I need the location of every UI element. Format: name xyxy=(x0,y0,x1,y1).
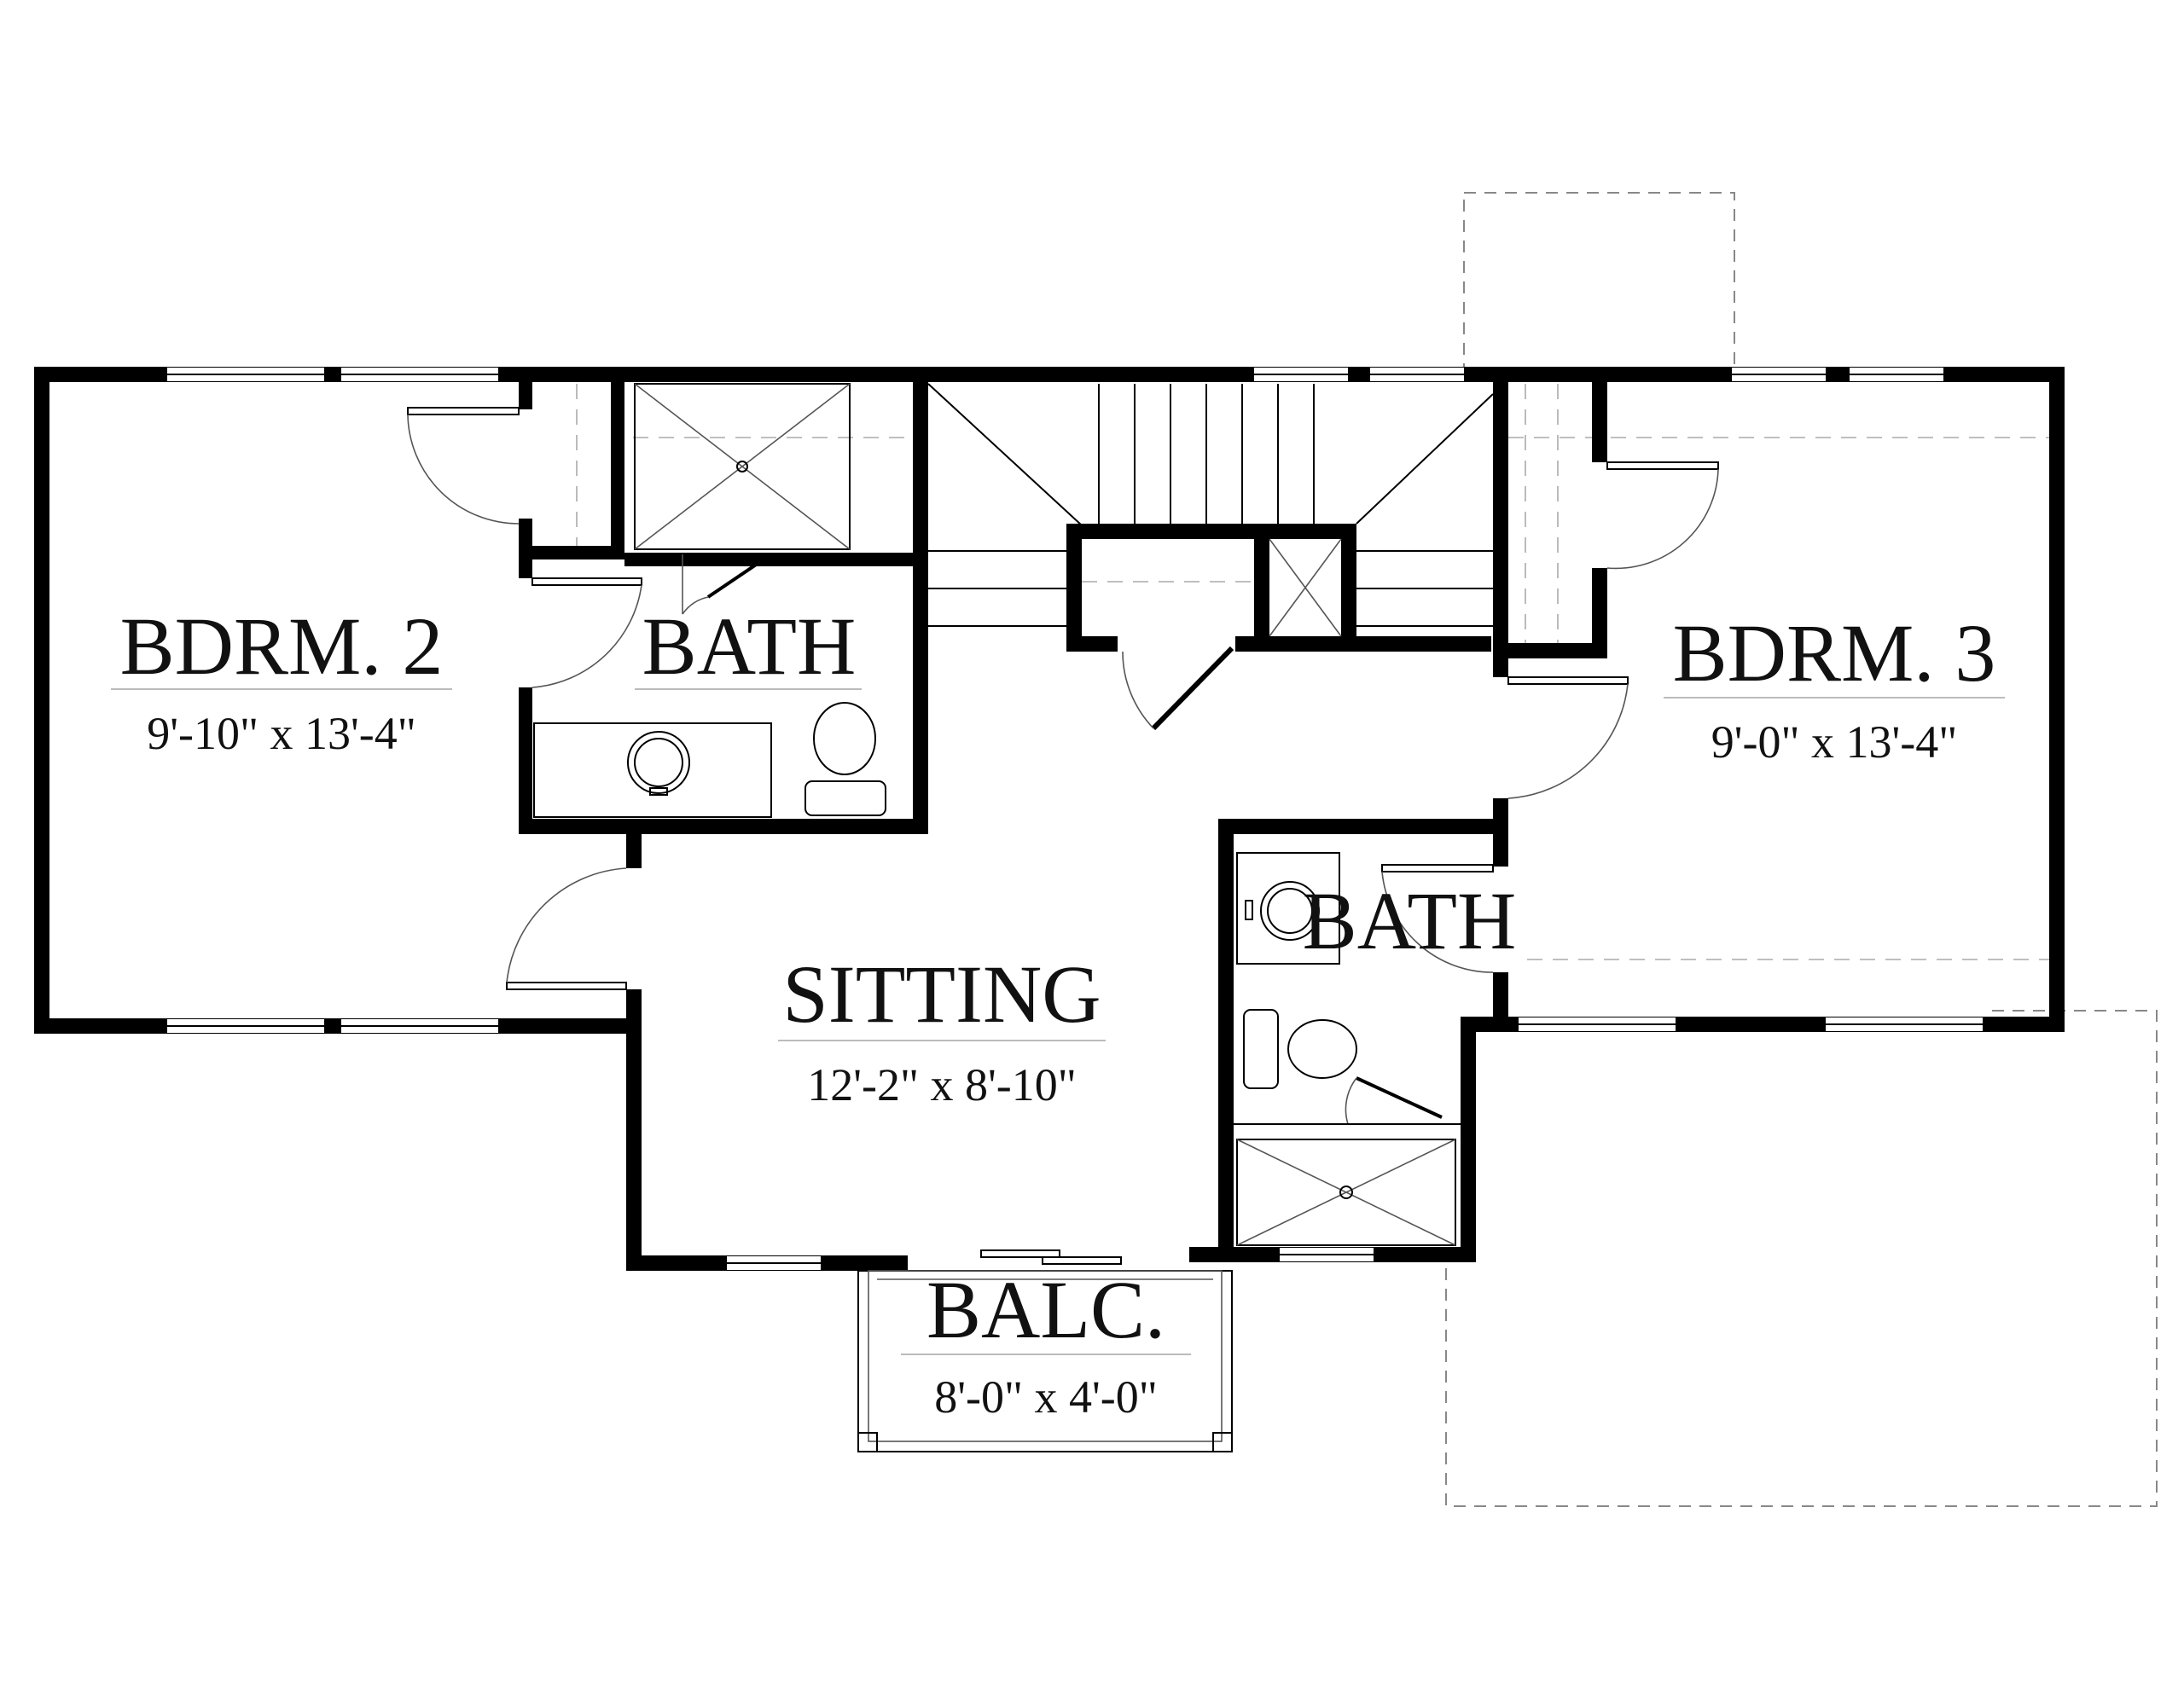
sink-left-icon xyxy=(627,731,690,794)
door-bdrm2-closet xyxy=(407,407,520,525)
dashed-outlines xyxy=(633,192,2158,1507)
door-bath-left xyxy=(531,577,642,688)
room-labels: BDRM. 2 9'-10" x 13'-4" BATH BDRM. 3 9'-… xyxy=(111,600,2005,1423)
wall-stair-stub xyxy=(1066,636,1118,652)
wall-stair-top xyxy=(1066,524,1356,539)
wall-bath-left-east xyxy=(913,367,928,834)
room-name-sitting: SITTING xyxy=(782,948,1101,1040)
wall-bath-right-top xyxy=(1218,819,1508,834)
wall-bath-left-south xyxy=(519,819,928,834)
room-dims-bdrm2: 9'-10" x 13'-4" xyxy=(147,708,416,759)
window-bdrm2-top xyxy=(167,368,498,381)
wall-bdrm3-west-low xyxy=(1493,972,1508,1032)
wall-closet-right-b xyxy=(1592,568,1607,658)
vanity-left xyxy=(533,722,772,818)
wall-bath-right-west xyxy=(1218,819,1234,1262)
drain-icon xyxy=(1339,1186,1353,1199)
wall-exterior-right xyxy=(2049,367,2065,1032)
toilet-right-icon xyxy=(1287,1019,1357,1079)
dashed-bump-outline xyxy=(1463,192,1735,373)
balcony xyxy=(857,1270,1233,1452)
room-name-bdrm3: BDRM. 3 xyxy=(1673,607,1996,699)
shower-right xyxy=(1236,1139,1456,1246)
wall-bdrm2-bottom xyxy=(34,1018,640,1034)
room-dims-balcony: 8'-0" x 4'-0" xyxy=(934,1371,1158,1423)
room-name-bath-left: BATH xyxy=(642,600,857,692)
room-name-balcony: BALC. xyxy=(926,1264,1165,1355)
vanity-right xyxy=(1236,852,1340,965)
window-stair-top xyxy=(1254,368,1464,381)
window-bdrm3-bottom xyxy=(1519,1017,1983,1031)
room-name-bdrm2: BDRM. 2 xyxy=(120,600,444,692)
doors xyxy=(407,407,1719,1125)
door-bdrm3-main xyxy=(1507,676,1629,799)
wall-closet-right-bottom xyxy=(1493,643,1607,658)
window-bath-right-bottom xyxy=(1280,1248,1374,1261)
wall-closet-mid-b xyxy=(1341,524,1356,652)
wall-sitting-left xyxy=(626,989,642,1271)
bath-right-fixtures xyxy=(1234,852,1461,1125)
wall-sitting-left-stub xyxy=(626,834,642,868)
drain-icon xyxy=(736,461,748,472)
wall-bdrm3-stub xyxy=(1493,650,1508,677)
bath-left-fixtures xyxy=(533,702,886,818)
wall-bdrm3-west-upper xyxy=(1493,367,1508,658)
door-bdrm2-main xyxy=(506,867,627,990)
wall-bath-left-west xyxy=(519,687,532,834)
wall-bath-right-outer xyxy=(1461,1017,1476,1262)
window-bdrm2-bottom xyxy=(167,1019,498,1033)
door-stair-closet xyxy=(1122,646,1234,731)
wall-exterior-top xyxy=(34,367,2065,382)
wall-shower-bottom xyxy=(624,553,928,566)
windows xyxy=(167,368,1983,1270)
room-dims-sitting: 12'-2" x 8'-10" xyxy=(807,1059,1077,1110)
wall-closet-divider xyxy=(611,367,624,553)
wall-closet-mid-a xyxy=(1254,524,1269,652)
staircase xyxy=(927,383,1494,637)
sink-right-icon xyxy=(1260,881,1320,941)
walls xyxy=(34,367,2065,1271)
door-bdrm3-closet xyxy=(1606,461,1719,570)
room-name-bath-right: BATH xyxy=(1303,875,1517,966)
wall-closet-left-a xyxy=(519,367,532,409)
window-bdrm3-top xyxy=(1732,368,1943,381)
door-shower-left xyxy=(682,553,773,615)
wall-closet-bottom xyxy=(519,546,624,559)
shower-left xyxy=(634,383,851,550)
wall-exterior-left xyxy=(34,367,49,1034)
window-sitting-bottom xyxy=(727,1256,821,1270)
door-bath-right xyxy=(1381,864,1494,973)
dashed-porch-outline xyxy=(1445,1010,2158,1507)
balcony-sliding-door xyxy=(908,1249,1189,1270)
wall-stair-west xyxy=(1066,524,1082,652)
toilet-left-icon xyxy=(813,702,876,775)
wall-closet-right-a xyxy=(1592,367,1607,462)
door-shower-right xyxy=(1345,1076,1443,1125)
room-dims-bdrm3: 9'-0" x 13'-4" xyxy=(1711,716,1958,768)
wall-stair-south xyxy=(1235,636,1491,652)
